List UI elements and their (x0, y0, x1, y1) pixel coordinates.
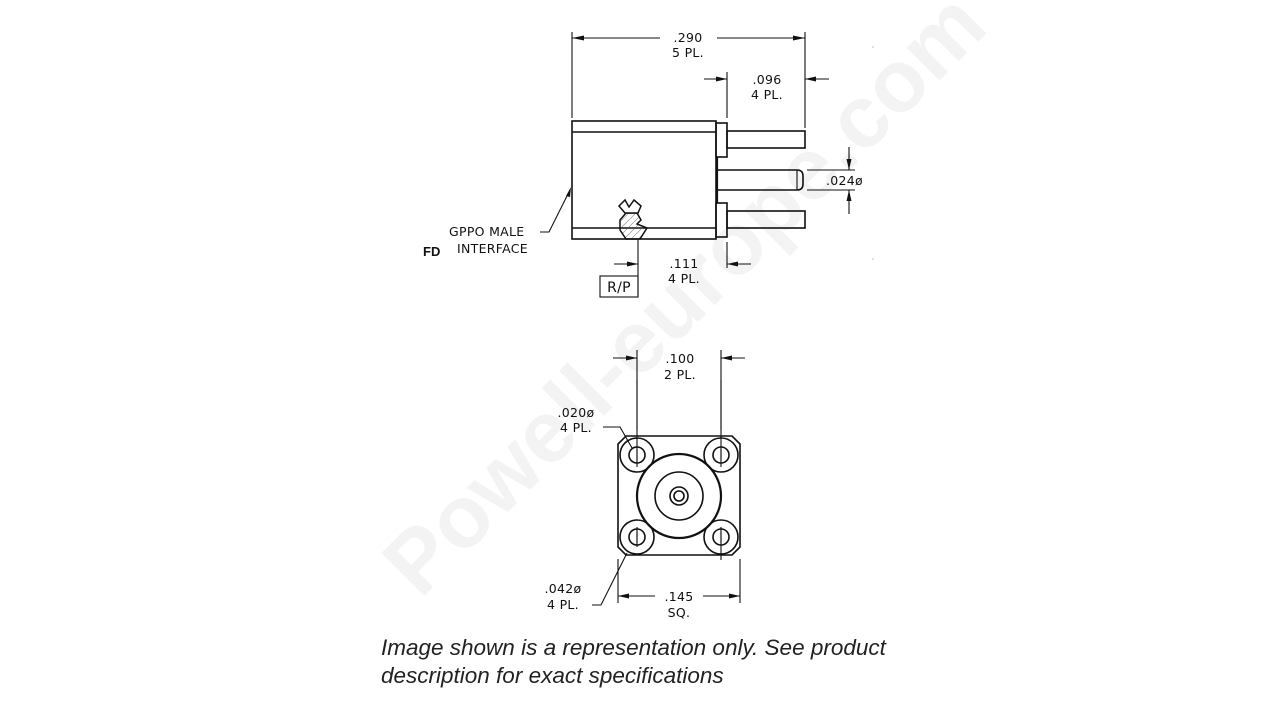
dielectric-inner (654, 471, 704, 521)
connector-face (617, 435, 741, 556)
dim-pin-spacing-qty: 2 PL. (664, 367, 696, 382)
watermark: Powell-europe.com (363, 0, 1004, 613)
interface-label-line2: INTERFACE (457, 241, 528, 256)
pin-top (726, 130, 806, 149)
reference-feature (617, 198, 649, 240)
dim-pin-length-value: .096 (752, 72, 781, 87)
dielectric-outer (635, 452, 723, 540)
dim-flange-offset-qty: 4 PL. (668, 271, 700, 286)
dim-body-size-value: .145 (664, 589, 693, 604)
front-view: .100 2 PL. .020ø 4 PL. .042ø 4 PL. .145 … (545, 350, 745, 620)
dim-pin-diameter: .024ø (826, 173, 863, 188)
reference-box (599, 275, 639, 298)
dim-pin-hole-diameter-value: .020ø (558, 405, 595, 420)
disclaimer-caption: Image shown is a representation only. Se… (381, 635, 886, 688)
dim-pin-length-qty: 4 PL. (751, 87, 783, 102)
center-contact-outer (669, 486, 689, 506)
flange-top (715, 122, 728, 158)
dim-pin-spacing-value: .100 (665, 351, 694, 366)
pin-center (717, 169, 804, 191)
interface-code: FD (423, 244, 440, 259)
side-view: .290 5 PL. .096 4 PL. .024ø .111 4 PL. R… (423, 30, 874, 298)
dim-pin-hole-diameter-qty: 4 PL. (560, 420, 592, 435)
pin-bottom (726, 210, 806, 229)
dim-overall-length-value: .290 (673, 30, 702, 45)
interface-label-line1: GPPO MALE (449, 224, 524, 239)
dim-boss-diameter-qty: 4 PL. (547, 597, 579, 612)
dim-boss-diameter-value: .042ø (545, 581, 582, 596)
center-contact-inner (673, 490, 685, 502)
dim-overall-length-qty: 5 PL. (672, 45, 704, 60)
reference-box-label: R/P (607, 280, 631, 296)
dim-body-size-qty: SQ. (668, 605, 691, 620)
dim-flange-offset-value: .111 (669, 256, 698, 271)
